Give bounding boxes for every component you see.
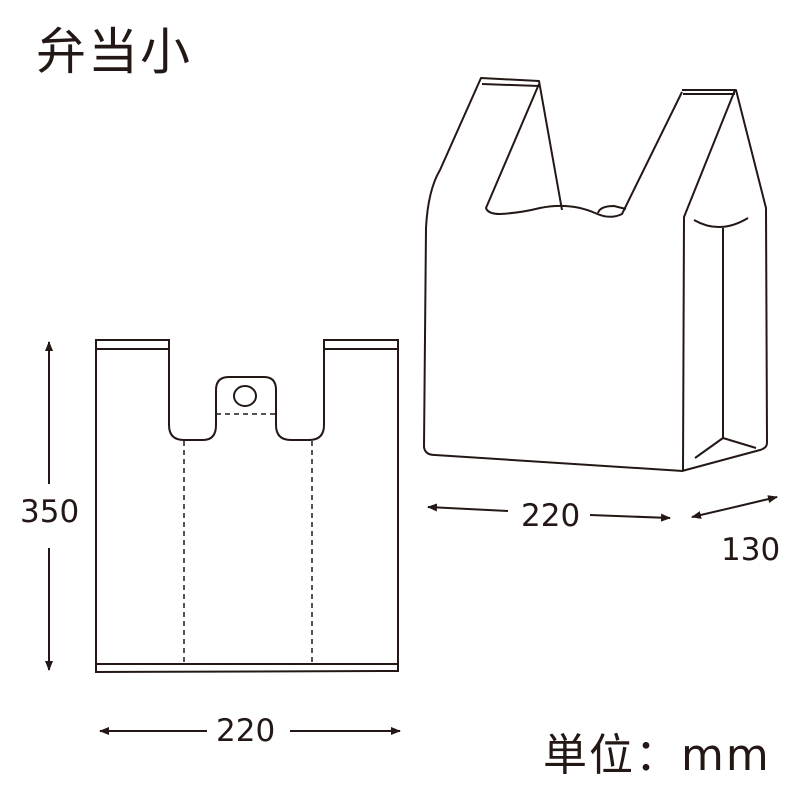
perspective-width-label: 220 [519, 498, 583, 534]
flat-width-label: 220 [214, 713, 278, 749]
perspective-gusset-arrow [691, 495, 778, 519]
height-label: 350 [18, 494, 82, 530]
perspective-bag-outline [423, 77, 768, 472]
gusset-width-label: 130 [719, 532, 783, 568]
product-title: 弁当小 [36, 23, 192, 81]
flat-bag-fold-lines [183, 413, 313, 664]
flat-bag-outline [95, 339, 399, 674]
unit-label: 単位：mm [543, 730, 771, 781]
perspective-width-arrow [427, 503, 671, 522]
